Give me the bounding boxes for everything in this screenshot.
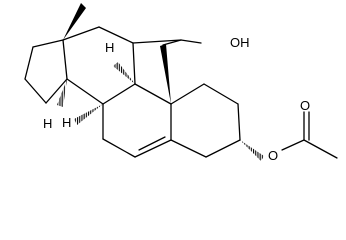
c14-hash-bond	[57, 79, 67, 107]
ester-oxygen-label: O	[268, 148, 278, 163]
hydroxyl-label: OH	[230, 35, 250, 50]
hydroxymethyl-group	[132, 39, 202, 44]
c10-wedge-bond	[160, 44, 171, 104]
structure-canvas: OH O O H H H	[24, 3, 338, 163]
c3-hash-bond	[240, 140, 264, 161]
carbonyl-oxygen-label: O	[300, 98, 310, 113]
c8-hash-bond	[74, 104, 103, 125]
acetate-group	[281, 111, 338, 159]
ring-a	[170, 83, 241, 158]
ring-b	[102, 83, 172, 158]
c9-hash-bond	[113, 62, 135, 84]
c8-hydrogen-label: H	[62, 115, 71, 130]
c14-hydrogen-label: H	[43, 116, 52, 131]
c9-hydrogen-label: H	[105, 40, 114, 55]
ring-d	[24, 39, 68, 104]
skeletal-formula: OH O O H H H	[24, 3, 338, 163]
c13-methyl-wedge	[63, 3, 86, 40]
ring-c	[62, 26, 136, 105]
